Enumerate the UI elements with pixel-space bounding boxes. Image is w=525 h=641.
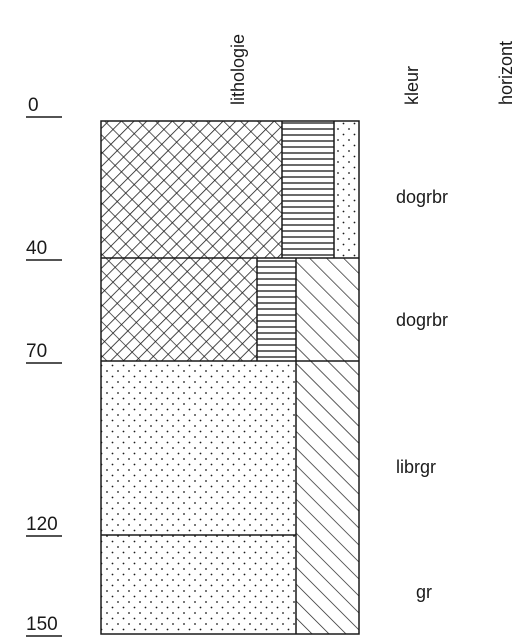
svg-text:150: 150 [26,614,58,635]
header-lithology: lithologie [228,34,248,105]
svg-text:70: 70 [26,341,47,362]
svg-text:120: 120 [26,514,58,535]
colour-label-layer-1: dogrbr [396,187,448,207]
lithology-layer-70-120 [101,361,296,535]
svg-text:0: 0 [28,95,39,116]
header-colour: kleur [402,66,422,105]
colour-label-layer-2: dogrbr [396,310,448,330]
svg-text:40: 40 [26,238,47,259]
header-horizon: horizont [496,41,516,105]
depth-label-150: 150 [26,614,62,637]
lithology-right-hatch-column [295,258,359,634]
depth-label-120: 120 [26,514,62,537]
colour-label-layer-4: gr [416,582,432,602]
depth-label-40: 40 [26,238,62,261]
lithology-layer-40-70 [101,258,296,361]
depth-label-70: 70 [26,341,62,364]
lithology-layer-120-150 [101,535,296,634]
depth-label-0: 0 [26,95,62,118]
lithology-layer-0-40 [101,121,359,258]
colour-label-layer-3: librgr [396,457,436,477]
lithology-frame [100,120,360,635]
